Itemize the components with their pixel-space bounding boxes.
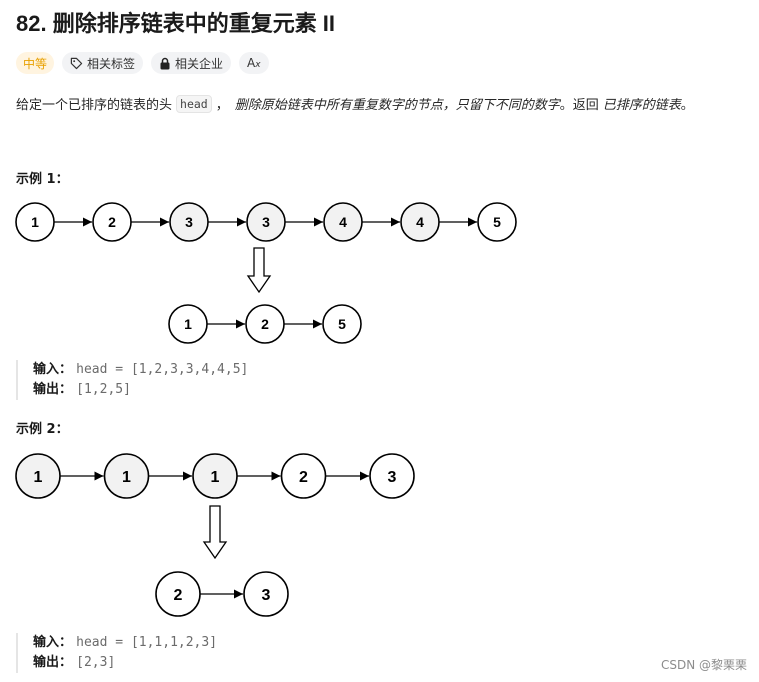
desc-text-1: 给定一个已排序的链表的头	[16, 98, 173, 113]
example1-input-node-label: 5	[493, 214, 501, 230]
example1-input-node-label: 4	[416, 214, 424, 230]
problem-description: 给定一个已排序的链表的头 head ， 删除原始链表中所有重复数字的节点，只留下…	[16, 94, 694, 113]
example2-output-node-label: 2	[174, 587, 183, 604]
difficulty-label: 中等	[23, 56, 48, 71]
example1-diagram: 1 2 3 3 4 4 5 1 2 5	[15, 202, 517, 344]
example1-output-node	[322, 304, 362, 344]
example2-output-value: [2,3]	[76, 655, 116, 670]
example2-input-node	[192, 453, 238, 499]
example2-output-label: 输出：	[33, 655, 73, 670]
example1-input-node-label: 3	[185, 214, 193, 230]
example2-input-node	[15, 453, 61, 499]
example1-input-node	[92, 202, 132, 242]
example1-input-node	[246, 202, 286, 242]
translate-icon: Ax	[247, 56, 261, 70]
example1-input-node	[169, 202, 209, 242]
example2-input-node	[103, 453, 150, 499]
example2-input-node-label: 1	[211, 469, 220, 486]
problem-title: 82. 删除排序链表中的重复元素 II	[16, 11, 336, 36]
example1-input-node-label: 3	[262, 214, 270, 230]
example1-io: 输入： head = [1,2,3,3,4,4,5] 输出： [1,2,5]	[16, 360, 248, 400]
example2-output-node	[155, 571, 201, 617]
example2-input-node-label: 2	[299, 469, 308, 486]
example2-title: 示例 2：	[16, 422, 69, 437]
example2-input-node-label: 1	[122, 469, 131, 486]
example1-input-node-label: 4	[339, 214, 347, 230]
desc-emphasis-2: 已排序的链表	[602, 98, 681, 113]
example2-transform-arrow	[202, 505, 228, 560]
desc-text-2: ，	[215, 98, 229, 113]
example1-output-node	[168, 304, 208, 344]
example1-output-value: [1,2,5]	[76, 382, 131, 397]
tag-row: 中等 相关标签 相关企业 Ax	[16, 52, 269, 74]
example2-input-node-label: 3	[388, 469, 397, 486]
example1-input-node	[477, 202, 517, 242]
example1-input-node	[323, 202, 363, 242]
example2-input-node-label: 1	[34, 469, 43, 486]
example1-output-node-label: 5	[338, 316, 346, 332]
desc-text-4: 。	[680, 98, 694, 113]
tag-icon	[70, 57, 83, 70]
example2-input-value: head = [1,1,1,2,3]	[76, 635, 218, 650]
desc-text-3: 。返回	[559, 98, 599, 113]
example1-input-node-label: 2	[108, 214, 116, 230]
example2-input-label: 输入：	[33, 635, 73, 650]
example2-output-node-label: 3	[262, 587, 271, 604]
example1-title: 示例 1：	[16, 172, 69, 187]
example1-input-node-label: 1	[31, 214, 39, 230]
example1-transform-arrow	[246, 247, 272, 294]
example1-input-node	[15, 202, 55, 242]
example1-input-value: head = [1,2,3,3,4,4,5]	[76, 362, 249, 377]
example2-output-node	[243, 571, 289, 617]
related-tags-label: 相关标签	[87, 56, 136, 71]
example1-output-node-label: 2	[261, 316, 269, 332]
related-companies-button[interactable]: 相关企业	[151, 52, 232, 74]
desc-emphasis-1: 删除原始链表中所有重复数字的节点，只留下不同的数字	[234, 98, 560, 113]
example2-io: 输入： head = [1,1,1,2,3] 输出： [2,3]	[16, 633, 217, 673]
head-code: head	[176, 94, 212, 113]
related-companies-label: 相关企业	[175, 56, 224, 71]
example2-diagram: 1 1 1 2 3 2 3	[15, 453, 415, 617]
example1-output-node	[245, 304, 285, 344]
csdn-watermark: CSDN @黎栗栗	[660, 658, 747, 672]
example1-output-node-label: 1	[184, 316, 192, 332]
example1-output-label: 输出：	[33, 382, 73, 397]
related-tags-button[interactable]: 相关标签	[62, 52, 144, 74]
example2-input-node	[280, 453, 327, 499]
translate-button[interactable]: Ax	[239, 52, 269, 74]
example2-input-node	[369, 453, 415, 499]
example1-input-label: 输入：	[33, 362, 73, 377]
example1-input-node	[400, 202, 440, 242]
lock-icon	[159, 57, 171, 70]
difficulty-badge[interactable]: 中等	[16, 52, 55, 74]
